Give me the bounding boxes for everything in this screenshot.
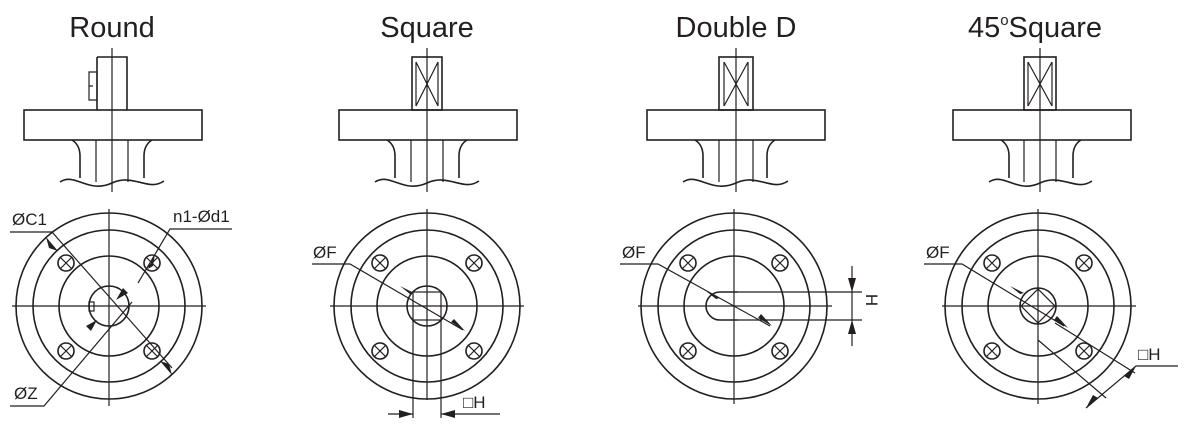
side-view-square (338, 48, 518, 192)
panel-round: Round (10, 12, 232, 407)
panel-title-double-d: Double D (676, 12, 797, 44)
label-z: ØZ (14, 384, 38, 403)
label-f: ØF (313, 243, 337, 262)
label-holes: n1-Ød1 (173, 207, 230, 226)
panel-title-45-square: 45oSquare (968, 12, 1102, 44)
panel-double-d: Double D (620, 12, 881, 404)
top-view-45-square (924, 209, 1178, 409)
label-f: ØF (926, 243, 950, 262)
label-h: □H (463, 393, 486, 412)
label-f: ØF (622, 243, 646, 262)
panel-title-round: Round (69, 12, 154, 44)
side-view-double-d (646, 48, 826, 192)
label-c1: ØC1 (12, 210, 47, 229)
bolt-holes (371, 254, 483, 360)
panel-45-square: 45oSquare (924, 12, 1178, 409)
panel-square: Square (312, 12, 524, 418)
label-h: □H (1138, 345, 1161, 364)
panel-title-square: Square (380, 12, 474, 44)
label-h: H (862, 294, 881, 306)
top-view-square (312, 209, 524, 418)
side-view-round (23, 48, 203, 192)
side-view-45-square (952, 48, 1132, 192)
bolt-holes (983, 254, 1093, 360)
bolt-holes (679, 254, 789, 360)
top-view-double-d (620, 209, 862, 404)
top-view-round (10, 209, 232, 407)
